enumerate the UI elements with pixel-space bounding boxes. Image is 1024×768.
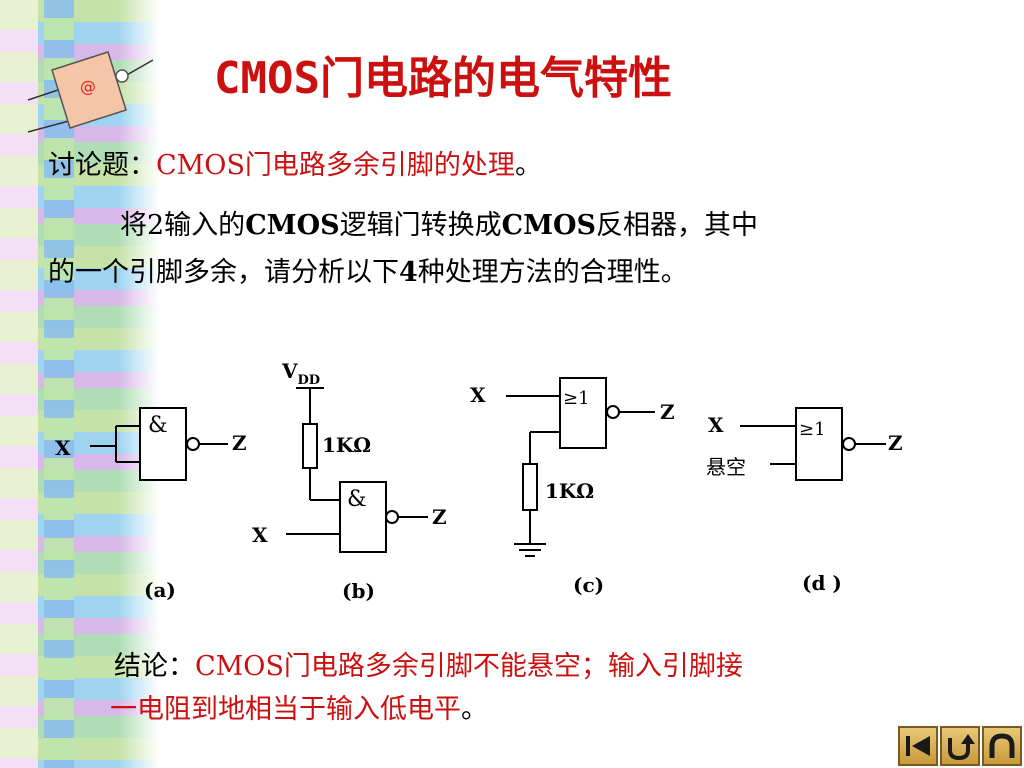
problem-term: CMOS <box>501 210 596 241</box>
circuit-a-caption: (a) <box>144 578 176 602</box>
circuit-d-output: Z <box>888 431 903 455</box>
page-title: CMOS门电路的电气特性 <box>214 53 672 104</box>
discussion-line: 讨论题：CMOS门电路多余引脚的处理。 <box>48 150 542 182</box>
circuit-c-resistor: 1KΩ <box>545 479 594 503</box>
circuit-diagrams: & X Z (a) & VDD 1KΩ X Z (b) ≥1 <box>55 359 903 603</box>
conclusion-end: 。 <box>461 694 488 725</box>
problem-text: 逻辑门转换成 <box>339 210 502 241</box>
conclusion-text-2: 一电阻到地相当于输入低电平 <box>110 694 461 725</box>
problem-line-1: 将2输入的CMOS逻辑门转换成CMOS反相器，其中 <box>120 210 758 242</box>
circuit-b-supply: VDD <box>281 359 320 388</box>
circuit-c-output: Z <box>660 400 675 424</box>
circuit-b-caption: (b) <box>342 579 375 603</box>
first-slide-icon <box>906 736 930 756</box>
circuit-c-caption: (c) <box>573 573 604 597</box>
problem-text: 反相器，其中 <box>596 210 758 241</box>
circuit-a-output: Z <box>232 431 247 455</box>
circuit-a: & X Z (a) <box>55 407 247 602</box>
problem-number: 4 <box>399 257 418 288</box>
problem-text: 种处理方法的合理性。 <box>417 257 688 288</box>
circuit-b-resistor: 1KΩ <box>322 433 371 457</box>
first-slide-button[interactable] <box>898 726 938 766</box>
slide-navigation <box>898 726 1022 766</box>
problem-text: 的一个引脚多余，请分析以下 <box>48 257 399 288</box>
discussion-topic: CMOS门电路多余引脚的处理 <box>156 150 515 181</box>
discussion-label: 讨论题： <box>48 150 156 181</box>
gate-c-symbol: ≥1 <box>563 388 590 409</box>
logo-gate-icon: @ <box>27 51 154 133</box>
gate-b-symbol: & <box>347 487 367 512</box>
circuit-b-input: X <box>252 523 268 547</box>
logo-text: @ <box>80 77 96 96</box>
circuit-a-input: X <box>55 436 71 460</box>
circuit-d-input: X <box>708 413 724 437</box>
decorative-stripe <box>0 0 160 768</box>
circuit-b-output: Z <box>432 505 447 529</box>
conclusion-line-1: 结论：CMOS门电路多余引脚不能悬空；输入引脚接 <box>114 651 743 683</box>
return-button[interactable] <box>940 726 980 766</box>
circuit-b: & VDD 1KΩ X Z (b) <box>252 359 447 603</box>
circuit-c: ≥1 X Z 1KΩ (c) <box>470 377 675 597</box>
conclusion-line-2: 一电阻到地相当于输入低电平。 <box>110 694 488 726</box>
circuit-d-float-label: 悬空 <box>706 455 746 479</box>
problem-term: CMOS <box>245 210 340 241</box>
up-arch-icon <box>989 733 1015 758</box>
gate-a-symbol: & <box>148 413 168 438</box>
return-icon <box>948 734 975 761</box>
problem-text: 将2输入的 <box>120 210 246 241</box>
up-button[interactable] <box>982 726 1022 766</box>
circuit-d-caption: (d ) <box>802 571 842 595</box>
problem-line-2: 的一个引脚多余，请分析以下4种处理方法的合理性。 <box>48 257 688 289</box>
conclusion-text-1: CMOS门电路多余引脚不能悬空；输入引脚接 <box>195 651 743 682</box>
conclusion-label: 结论： <box>114 651 195 682</box>
discussion-topic-end: 。 <box>514 150 542 181</box>
circuit-d: ≥1 X 悬空 Z (d ) <box>706 407 903 595</box>
circuit-c-input: X <box>470 383 486 407</box>
gate-d-symbol: ≥1 <box>799 419 826 440</box>
